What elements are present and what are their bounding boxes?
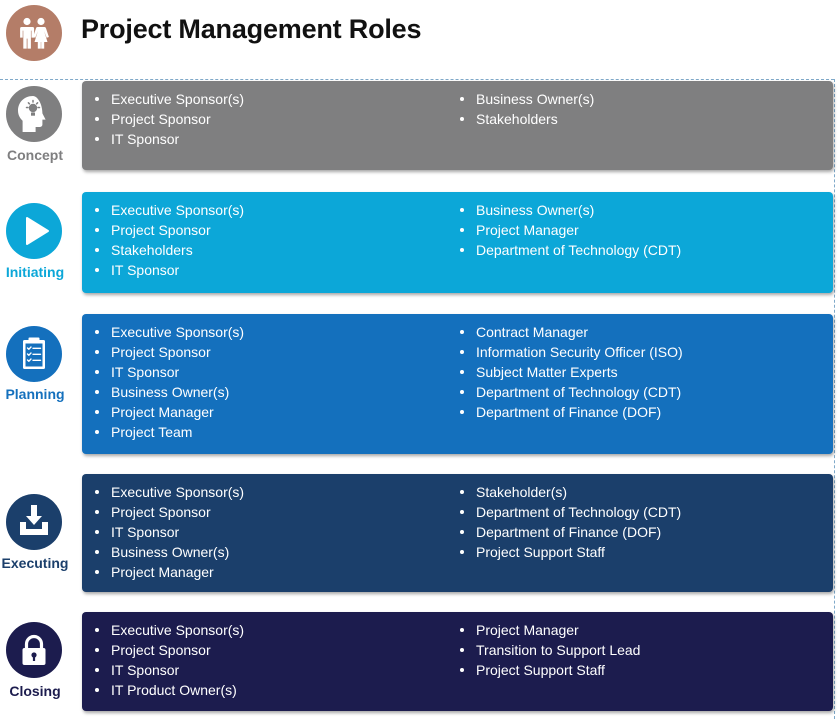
role-item: IT Sponsor (94, 260, 244, 280)
role-list-right: Project Manager Transition to Support Le… (459, 620, 640, 680)
role-item: Project Manager (459, 220, 681, 240)
stage-box-planning: Executive Sponsor(s) Project Sponsor IT … (82, 314, 833, 454)
role-item: Project Manager (459, 620, 640, 640)
role-item: Stakeholder(s) (459, 482, 681, 502)
role-item: Information Security Officer (ISO) (459, 342, 683, 362)
stage-label-concept: Concept (7, 147, 63, 163)
page-title: Project Management Roles (81, 14, 422, 44)
role-item: Department of Finance (DOF) (459, 522, 681, 542)
role-item: Transition to Support Lead (459, 640, 640, 660)
stage-label-closing: Closing (9, 683, 61, 699)
role-list-left: Executive Sponsor(s) Project Sponsor Sta… (94, 200, 244, 280)
role-item: Project Sponsor (94, 342, 244, 362)
role-item: Stakeholders (459, 109, 594, 129)
stage-box-initiating: Executive Sponsor(s) Project Sponsor Sta… (82, 192, 833, 293)
role-item: Executive Sponsor(s) (94, 200, 244, 220)
role-list-right: Stakeholder(s) Department of Technology … (459, 482, 681, 562)
clipboard-checklist-icon (6, 326, 62, 382)
role-item: Department of Technology (CDT) (459, 502, 681, 522)
role-item: Project Sponsor (94, 640, 244, 660)
role-item: IT Sponsor (94, 660, 244, 680)
people-icon (6, 5, 62, 61)
role-item: Project Sponsor (94, 502, 244, 522)
lock-icon (6, 622, 62, 678)
role-item: IT Sponsor (94, 129, 244, 149)
role-list-right: Contract Manager Information Security Of… (459, 322, 683, 422)
role-item: Project Sponsor (94, 109, 244, 129)
role-list-right: Business Owner(s) Stakeholders (459, 89, 594, 129)
stage-label-initiating: Initiating (5, 264, 65, 280)
stage-label-planning: Planning (5, 386, 65, 402)
play-icon (6, 203, 62, 259)
role-list-right: Business Owner(s) Project Manager Depart… (459, 200, 681, 260)
role-item: Business Owner(s) (459, 200, 681, 220)
role-item: Executive Sponsor(s) (94, 322, 244, 342)
role-item: IT Sponsor (94, 522, 244, 542)
header: Project Management Roles (0, 0, 840, 78)
role-item: Subject Matter Experts (459, 362, 683, 382)
role-item: Department of Technology (CDT) (459, 382, 683, 402)
role-item: IT Sponsor (94, 362, 244, 382)
role-item: Project Sponsor (94, 220, 244, 240)
role-item: Business Owner(s) (459, 89, 594, 109)
role-item: Project Support Staff (459, 542, 681, 562)
role-item: Project Support Staff (459, 660, 640, 680)
role-list-left: Executive Sponsor(s) Project Sponsor IT … (94, 89, 244, 149)
role-list-left: Executive Sponsor(s) Project Sponsor IT … (94, 482, 244, 582)
role-item: Contract Manager (459, 322, 683, 342)
role-item: Project Manager (94, 402, 244, 422)
role-item: Stakeholders (94, 240, 244, 260)
role-item: IT Product Owner(s) (94, 680, 244, 700)
role-list-left: Executive Sponsor(s) Project Sponsor IT … (94, 620, 244, 700)
download-tray-icon (6, 494, 62, 550)
role-item: Department of Technology (CDT) (459, 240, 681, 260)
role-item: Executive Sponsor(s) (94, 620, 244, 640)
role-item: Executive Sponsor(s) (94, 482, 244, 502)
role-item: Department of Finance (DOF) (459, 402, 683, 422)
role-item: Executive Sponsor(s) (94, 89, 244, 109)
role-list-left: Executive Sponsor(s) Project Sponsor IT … (94, 322, 244, 442)
role-item: Business Owner(s) (94, 382, 244, 402)
right-divider (834, 79, 835, 719)
role-item: Business Owner(s) (94, 542, 244, 562)
stage-box-executing: Executive Sponsor(s) Project Sponsor IT … (82, 474, 833, 592)
stage-box-closing: Executive Sponsor(s) Project Sponsor IT … (82, 612, 833, 711)
stage-box-concept: Executive Sponsor(s) Project Sponsor IT … (82, 81, 833, 170)
head-lightbulb-icon (6, 86, 62, 142)
role-item: Project Team (94, 422, 244, 442)
role-item: Project Manager (94, 562, 244, 582)
header-divider (0, 79, 834, 80)
stage-label-executing: Executing (1, 555, 69, 571)
